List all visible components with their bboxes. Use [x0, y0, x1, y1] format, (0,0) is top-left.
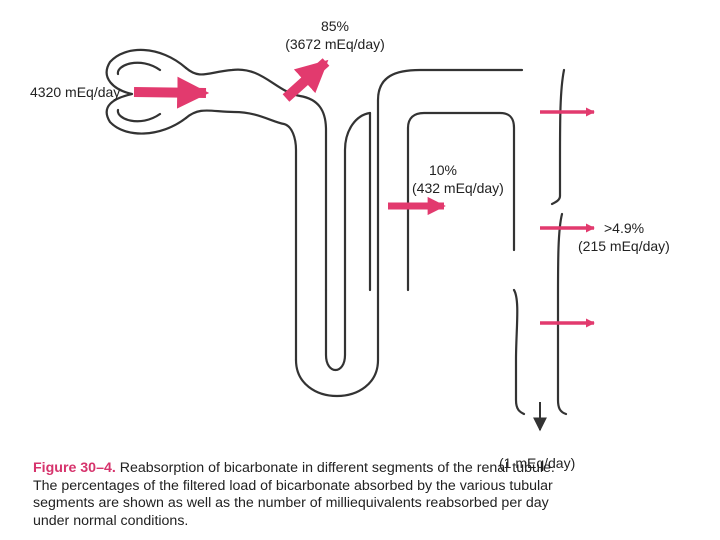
caption-text-1: Reabsorption of bicarbonate in different… — [115, 460, 555, 476]
filtered-load-label: 4320 mEq/day — [30, 84, 121, 100]
ascending-limb — [368, 111, 516, 292]
loop-of-henle — [294, 68, 524, 398]
figure-caption: Figure 30–4. Reabsorption of bicarbonate… — [33, 460, 713, 530]
figure-label: Figure 30–4. — [33, 460, 116, 476]
proximal-tubule-wall — [184, 66, 328, 292]
distal-percent-label: >4.9% — [604, 220, 645, 236]
proximal-percent-label: 85% — [320, 18, 350, 34]
excreted-amount-label: (1 mEq/day) — [499, 455, 576, 471]
caption-line-2: The percentages of the filtered load of … — [33, 477, 553, 494]
reabsorption-arrows — [133, 58, 595, 328]
caption-line-1: Figure 30–4. Reabsorption of bicarbonate… — [33, 460, 713, 478]
filtered-load-arrow — [133, 76, 210, 109]
loop-amount-label: (432 mEq/day) — [412, 180, 504, 196]
collecting-duct-left-wall — [512, 288, 526, 416]
loop-percent-label: 10% — [428, 162, 458, 178]
distal-amount-label: (215 mEq/day) — [578, 238, 670, 254]
tubule-outline — [105, 48, 568, 416]
proximal-tubule-inner-wall — [184, 109, 298, 362]
bowman-capsule — [105, 48, 188, 135]
proximal-reabsorption-arrow — [282, 58, 330, 102]
collecting-duct-right-wall — [550, 68, 568, 416]
proximal-amount-label: (3672 mEq/day) — [285, 36, 385, 52]
caption-line-4: under normal conditions. — [33, 512, 189, 529]
descending-limb — [324, 111, 372, 372]
caption-line-3: segments are shown as well as the number… — [33, 495, 549, 511]
